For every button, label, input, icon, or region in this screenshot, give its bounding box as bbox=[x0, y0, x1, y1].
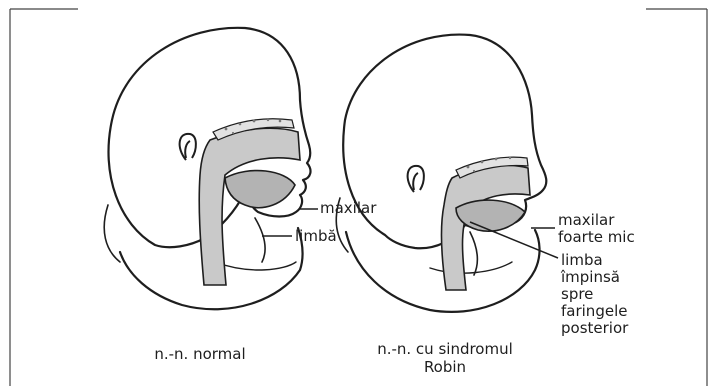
robin-airway bbox=[442, 157, 530, 290]
robin-leader-lines bbox=[470, 222, 558, 258]
robin-jaw-label-line2: foarte mic bbox=[558, 229, 635, 246]
robin-tongue-label-line3: spre bbox=[561, 286, 593, 303]
robin-tongue-label-line2: împinsă bbox=[561, 269, 620, 286]
robin-tongue-label-line5: posterior bbox=[561, 320, 628, 337]
robin-tongue-label-line1: limba bbox=[561, 252, 603, 269]
robin-caption-line2: Robin bbox=[355, 358, 535, 376]
robin-jaw-label-line1: maxilar bbox=[558, 212, 614, 229]
robin-caption-line1: n.-n. cu sindromul bbox=[355, 340, 535, 358]
normal-tongue-label: limbă bbox=[295, 228, 337, 245]
normal-caption: n.-n. normal bbox=[120, 345, 280, 363]
normal-jaw-label: maxilar bbox=[320, 200, 376, 217]
robin-tongue-label-line4: faringele bbox=[561, 303, 627, 320]
